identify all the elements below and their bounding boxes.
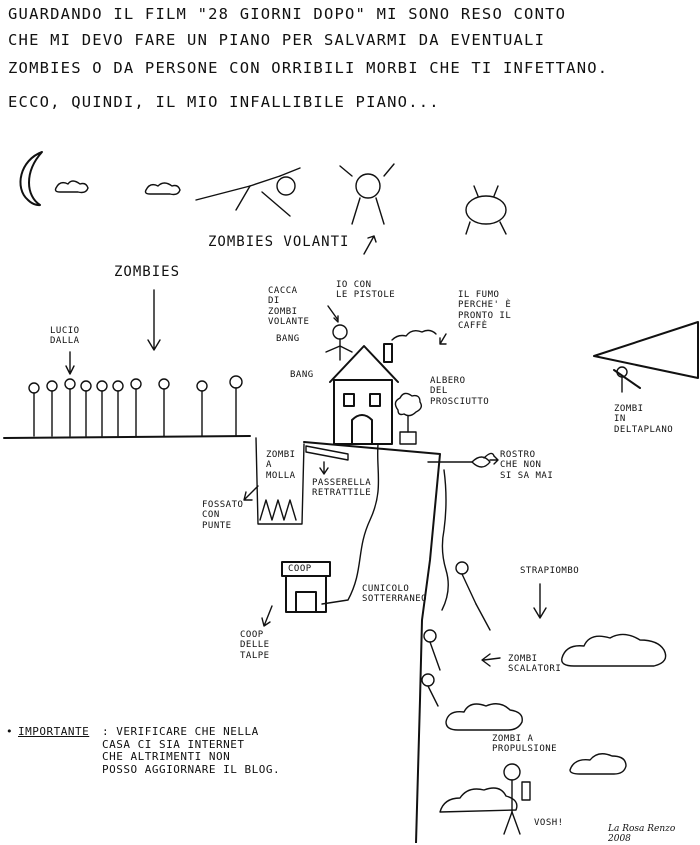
label-coop-delle-talpe: COOP DELLE TALPE (240, 630, 270, 661)
zombie-horde (28, 375, 243, 437)
spiked-moat (255, 437, 305, 525)
flying-zombie-3 (465, 185, 507, 235)
intro-line-4: ECCO, QUINDI, IL MIO INFALLIBILE PIANO..… (8, 93, 440, 111)
intro-line-3: ZOMBIES O DA PERSONE CON ORRIBILI MORBI … (8, 59, 609, 77)
rocket-zombie (503, 763, 531, 835)
flying-zombie-1 (195, 167, 301, 217)
climbing-zombies (421, 629, 441, 707)
label-passerella-retrattile: PASSERELLA RETRATTILE (312, 478, 372, 499)
arrow-icon (489, 455, 499, 465)
cloud-icon (561, 633, 667, 667)
label-zombi-scalatori: ZOMBI SCALATORI (508, 654, 562, 675)
arrow-icon (363, 235, 377, 255)
arrow-icon (243, 485, 259, 501)
arrow-icon (319, 461, 329, 475)
ram (427, 452, 495, 468)
important-bullet: • (6, 725, 14, 738)
arrow-icon (439, 333, 447, 345)
label-bang-1: BANG (276, 334, 300, 344)
glider-zombie (616, 366, 628, 393)
signature: La Rosa Renzo 2008 (608, 824, 676, 845)
coop-store (281, 561, 331, 613)
label-strapiombo: STRAPIOMBO (520, 566, 580, 576)
intro-line-2: CHE MI DEVO FARE UN PIANO PER SALVARMI D… (8, 31, 546, 49)
label-vosh: VOSH! (534, 818, 564, 828)
label-cunicolo-sotterraneo: CUNICOLO SOTTERRANEO (362, 584, 428, 605)
intro-line-1: GUARDANDO IL FILM "28 GIORNI DOPO" MI SO… (8, 5, 567, 23)
cloud-icon (144, 182, 181, 196)
label-zombies-volanti: ZOMBIES VOLANTI (208, 234, 350, 250)
smoke (391, 329, 437, 341)
tunnel (321, 443, 380, 605)
arrow-icon (481, 653, 501, 667)
label-rostro: ROSTRO CHE NON SI SA MAI (500, 450, 554, 481)
rope-zombie (441, 469, 491, 631)
label-zombi-propulsione: ZOMBI A PROPULSIONE (492, 734, 558, 755)
cliff (303, 441, 441, 843)
arrow-icon (533, 583, 547, 619)
label-fossato: FOSSATO CON PUNTE (202, 500, 244, 531)
cloud-icon (569, 753, 627, 775)
ground-line (3, 435, 251, 439)
arrow-icon (147, 289, 161, 351)
cloud-icon (439, 787, 518, 813)
important-text: : VERIFICARE CHE NELLA CASA CI SIA INTER… (102, 725, 281, 776)
label-zombi-a-molla: ZOMBI A MOLLA (266, 450, 296, 481)
label-zombies: ZOMBIES (114, 264, 181, 280)
label-lucio-dalla: LUCIO DALLA (50, 326, 80, 347)
arrow-icon (261, 605, 273, 627)
flying-zombie-2 (339, 163, 395, 225)
label-zombi-deltaplano: ZOMBI IN DELTAPLANO (614, 404, 674, 435)
label-albero-prosciutto: ALBERO DEL PROSCIUTTO (430, 376, 490, 407)
important-keyword: IMPORTANTE (18, 725, 90, 738)
house (329, 343, 399, 445)
retractable-walkway (305, 445, 349, 461)
cloud-icon (445, 703, 523, 731)
label-cacca-zombi: CACCA DI ZOMBI VOLANTE (268, 286, 310, 328)
cloud-icon (54, 180, 89, 194)
player-with-pistols (325, 324, 353, 361)
hang-glider (593, 321, 699, 389)
arrow-icon (327, 305, 339, 323)
label-io-con-pistole: IO CON LE PISTOLE (336, 280, 396, 301)
label-fumo-caffe: IL FUMO PERCHE' È PRONTO IL CAFFÈ (458, 290, 512, 332)
coop-sign: COOP (288, 564, 312, 574)
label-bang-2: BANG (290, 370, 314, 380)
arrow-icon (65, 351, 75, 375)
ham-tree (394, 392, 423, 445)
moon-icon (19, 151, 43, 207)
